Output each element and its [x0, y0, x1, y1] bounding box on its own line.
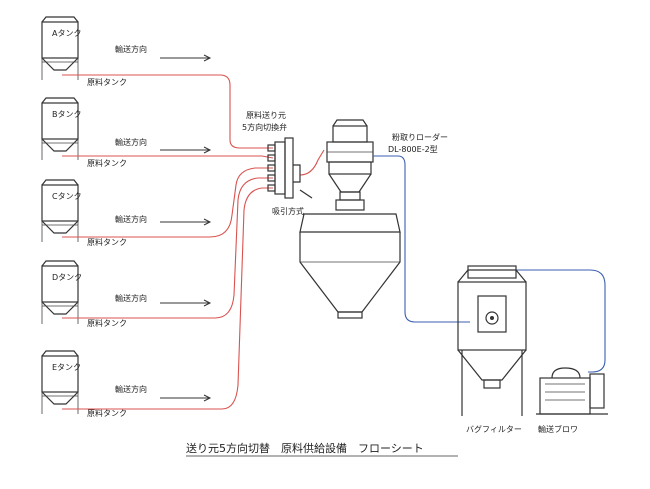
- tank-a-flow-arrow: [160, 54, 212, 62]
- loader-label-line2: DL-800E-2型: [388, 145, 438, 154]
- transport-blower: [536, 367, 608, 415]
- tank-b-caption: 原料タンク: [87, 158, 127, 168]
- tank-c-flow-arrow: [160, 218, 212, 226]
- tank-b-flow-label: 輸送方向: [115, 137, 147, 147]
- tank-c-label: Cタンク: [52, 192, 82, 201]
- valve-label-line1: 原料送り元: [246, 110, 286, 120]
- tank-c-flow-label: 輸送方向: [115, 214, 147, 224]
- tank-c-caption: 原料タンク: [87, 237, 127, 247]
- tank-d-flow-label: 輸送方向: [115, 293, 147, 303]
- five-way-valve: [267, 137, 313, 199]
- tank-d-label: Dタンク: [52, 273, 82, 282]
- tank-c: Cタンク 原料タンク 輸送方向: [41, 179, 212, 247]
- bag-filter-label: バグフィルター: [466, 424, 522, 434]
- powder-loader: [326, 119, 374, 211]
- air-lines: [373, 155, 606, 373]
- diagram-title: 送り元5方向切替 原料供給設備 フローシート: [186, 441, 424, 455]
- receiving-hopper: [299, 213, 401, 319]
- bag-filter: [457, 265, 527, 416]
- tank-a-caption: 原料タンク: [87, 77, 127, 87]
- material-lines: [62, 74, 325, 410]
- tank-d: Dタンク 原料タンク 輸送方向: [41, 260, 212, 328]
- loader-label-line1: 粉取りローダー: [392, 132, 448, 142]
- blower-label: 輸送ブロワ: [538, 424, 578, 434]
- tank-e-label: Eタンク: [52, 363, 81, 372]
- tank-b: Bタンク 原料タンク 輸送方向: [41, 97, 212, 168]
- tank-e-caption: 原料タンク: [87, 408, 127, 418]
- tank-a-flow-label: 輸送方向: [115, 44, 147, 54]
- tank-d-caption: 原料タンク: [87, 318, 127, 328]
- tank-b-flow-arrow: [160, 146, 212, 154]
- suction-label: 吸引方式: [272, 206, 304, 216]
- tank-b-label: Bタンク: [52, 110, 82, 119]
- tank-e-flow-arrow: [160, 394, 212, 402]
- tank-e: Eタンク 原料タンク 輸送方向: [41, 350, 212, 418]
- tank-a-label: Aタンク: [52, 29, 81, 38]
- valve-label-line2: 5方向切換弁: [242, 122, 287, 132]
- tank-a: Aタンク 原料タンク 輸送方向: [41, 16, 212, 87]
- tank-d-flow-arrow: [160, 299, 212, 307]
- tank-e-flow-label: 輸送方向: [115, 384, 147, 394]
